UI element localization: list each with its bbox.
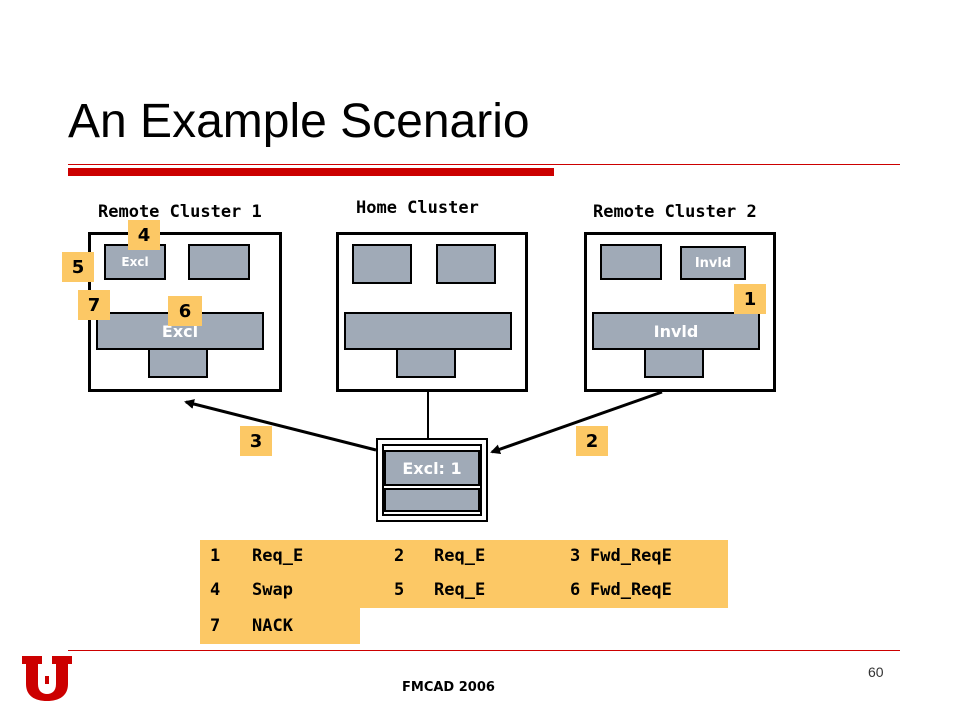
- legend-num: 4: [210, 580, 221, 600]
- legend-msg: Req_E: [434, 580, 486, 600]
- step-badge-7: 7: [78, 290, 110, 320]
- remote-cluster-1-label: Remote Cluster 1: [98, 202, 262, 222]
- university-of-utah-u-logo: [22, 656, 72, 701]
- legend-num: 1: [210, 546, 221, 566]
- legend-table-row3: [200, 608, 360, 644]
- legend-num: 3: [570, 546, 581, 566]
- home-cache-2: [436, 244, 496, 284]
- step-badge-5: 5: [62, 252, 94, 282]
- rc1-cache-2: [188, 244, 250, 280]
- legend-msg: Fwd_ReqE: [590, 580, 672, 600]
- rc2-cache-state: Invld: [694, 255, 732, 271]
- page-number: 60: [868, 664, 884, 680]
- remote-cluster-2-label: Remote Cluster 2: [593, 202, 757, 222]
- step-badge-6: 6: [168, 296, 202, 326]
- legend-msg: NACK: [252, 616, 293, 636]
- rc1-cache-state: Excl: [121, 255, 149, 269]
- rc1-memory: [148, 348, 208, 378]
- step-badge-1: 1: [734, 284, 766, 314]
- rc1-bus-state: Excl: [161, 321, 199, 341]
- footer-rule: [68, 650, 900, 651]
- rc2-cache-1: [600, 244, 662, 280]
- legend-num: 7: [210, 616, 221, 636]
- step-badge-2: 2: [576, 426, 608, 456]
- home-cache-1: [352, 244, 412, 284]
- arrow-fwd-to-remote1: [184, 399, 377, 452]
- rc2-memory: [644, 348, 704, 378]
- footer-text: FMCAD 2006: [402, 680, 495, 695]
- rc1-cache-excl: Excl: [104, 244, 166, 280]
- directory-entry-text: Excl: 1: [402, 458, 462, 478]
- slide-title: An Example Scenario: [68, 95, 530, 148]
- rc2-bus-state: Invld: [653, 321, 699, 341]
- arrow-req-from-remote2: [490, 390, 663, 455]
- home-cluster-label: Home Cluster: [356, 198, 479, 218]
- step-badge-3: 3: [240, 426, 272, 456]
- title-rule-thick: [68, 168, 554, 176]
- rc2-cache-invld: Invld: [680, 246, 746, 280]
- legend-msg: Fwd_ReqE: [590, 546, 672, 566]
- legend-msg: Swap: [252, 580, 293, 600]
- legend-table: [200, 540, 728, 608]
- legend-num: 2: [394, 546, 405, 566]
- title-rule-thin: [68, 164, 900, 165]
- directory-entry: Excl: 1: [384, 450, 480, 486]
- directory-entry-2: [384, 488, 480, 512]
- legend-msg: Req_E: [434, 546, 486, 566]
- rc2-bus-invld: Invld: [592, 312, 760, 350]
- home-bus: [344, 312, 512, 350]
- legend-msg: Req_E: [252, 546, 304, 566]
- legend-num: 5: [394, 580, 405, 600]
- step-badge-4: 4: [128, 220, 160, 250]
- home-memory: [396, 348, 456, 378]
- legend-num: 6: [570, 580, 581, 600]
